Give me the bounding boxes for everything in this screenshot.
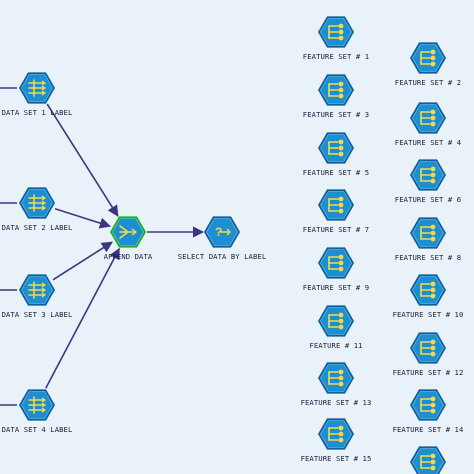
node-f1[interactable]: FEATURE SET # 1 <box>303 16 369 61</box>
incoming-edges <box>0 87 17 406</box>
feature-tree-icon <box>328 425 344 443</box>
node-f6[interactable]: FEATURE SET # 6 <box>395 159 461 204</box>
node-f11[interactable]: FEATURE # 11 <box>309 305 362 350</box>
node-select[interactable]: ? SELECT DATA BY LABEL <box>178 216 267 261</box>
node-label: FEATURE SET # 6 <box>395 195 461 204</box>
split-arrows-icon <box>28 79 47 97</box>
split-arrows-icon <box>28 194 47 212</box>
node-f15[interactable]: FEATURE SET # 15 <box>301 418 372 463</box>
node-f8[interactable]: FEATURE SET # 8 <box>395 217 461 262</box>
node-label: FEATURE SET # 8 <box>395 253 461 262</box>
feature-tree-icon <box>328 139 344 157</box>
node-label: FEATURE SET # 7 <box>303 225 369 234</box>
edge-ds1-to-append[interactable] <box>46 103 119 217</box>
question-arrow-icon: ? <box>215 225 231 239</box>
node-ds1[interactable]: DATA SET 1 LABEL <box>2 72 73 117</box>
edge-ds3-to-append[interactable] <box>52 241 113 281</box>
node-label: FEATURE SET # 13 <box>301 398 372 407</box>
edge-ds2-to-append[interactable] <box>54 208 111 229</box>
node-f4[interactable]: FEATURE SET # 4 <box>395 102 461 147</box>
node-label: FEATURE SET # 10 <box>393 310 464 319</box>
node-label: DATA SET 2 LABEL <box>2 223 73 232</box>
feature-tree-icon <box>420 281 436 299</box>
node-ds3[interactable]: DATA SET 3 LABEL <box>2 274 73 319</box>
node-ds4[interactable]: DATA SET 4 LABEL <box>2 389 73 434</box>
node-append[interactable]: APPEND DATA <box>104 216 153 261</box>
node-label: FEATURE # 11 <box>309 341 362 350</box>
split-arrows-icon <box>28 396 47 414</box>
svg-text:?: ? <box>215 225 222 239</box>
node-label: FEATURE SET # 9 <box>303 283 369 292</box>
node-f13[interactable]: FEATURE SET # 13 <box>301 362 372 407</box>
node-label: FEATURE SET # 1 <box>303 52 369 61</box>
node-label: DATA SET 3 LABEL <box>2 310 73 319</box>
feature-tree-icon <box>420 224 436 242</box>
node-label: FEATURE SET # 4 <box>395 138 461 147</box>
node-label: DATA SET 4 LABEL <box>2 425 73 434</box>
node-label: FEATURE SET # 14 <box>393 425 464 434</box>
node-label: SELECT DATA BY LABEL <box>178 252 267 261</box>
node-f10[interactable]: FEATURE SET # 10 <box>393 274 464 319</box>
feature-tree-icon <box>328 312 344 330</box>
node-label: DATA SET 1 LABEL <box>2 108 73 117</box>
node-f2[interactable]: FEATURE SET # 2 <box>395 42 461 87</box>
node-f7[interactable]: FEATURE SET # 7 <box>303 189 369 234</box>
feature-tree-icon <box>420 49 436 67</box>
node-label: FEATURE SET # 5 <box>303 168 369 177</box>
edge-ds4-to-append[interactable] <box>45 247 120 389</box>
feature-tree-icon <box>328 23 344 41</box>
split-arrows-icon <box>28 281 47 299</box>
node-label: FEATURE SET # 2 <box>395 78 461 87</box>
node-f14[interactable]: FEATURE SET # 14 <box>393 389 464 434</box>
feature-tree-icon <box>328 254 344 272</box>
node-layer: DATA SET 1 LABEL DATA SET 2 LABEL DATA SET… <box>2 16 464 474</box>
feature-tree-icon <box>420 396 436 414</box>
feature-tree-icon <box>328 81 344 99</box>
feature-tree-icon <box>420 453 436 471</box>
node-label: FEATURE SET # 15 <box>301 454 372 463</box>
node-f9[interactable]: FEATURE SET # 9 <box>303 247 369 292</box>
node-ds2[interactable]: DATA SET 2 LABEL <box>2 187 73 232</box>
node-label: FEATURE SET # 12 <box>393 368 464 377</box>
feature-tree-icon <box>328 369 344 387</box>
feature-tree-icon <box>420 166 436 184</box>
merge-arrows-icon <box>119 225 138 239</box>
feature-tree-icon <box>328 196 344 214</box>
node-f5[interactable]: FEATURE SET # 5 <box>303 132 369 177</box>
node-f3[interactable]: FEATURE SET # 3 <box>303 74 369 119</box>
edge-layer <box>45 103 205 389</box>
node-f12[interactable]: FEATURE SET # 12 <box>393 332 464 377</box>
node-label: APPEND DATA <box>104 252 153 261</box>
node-f16[interactable]: FEATURE SET # 16 <box>393 446 464 474</box>
feature-tree-icon <box>420 339 436 357</box>
node-label: FEATURE SET # 3 <box>303 110 369 119</box>
feature-tree-icon <box>420 109 436 127</box>
